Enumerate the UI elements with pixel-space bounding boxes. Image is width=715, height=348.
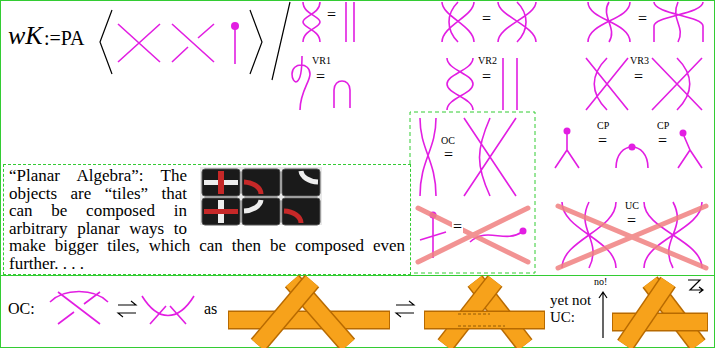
ribbon-edge (625, 282, 668, 345)
photo-ground (200, 167, 322, 225)
equals-sign: = (327, 6, 336, 24)
relation-name: CP (657, 120, 669, 131)
relation-name: VR3 (630, 55, 649, 66)
arc-strand (334, 81, 350, 108)
ribbon (258, 281, 312, 345)
crossing-strands (464, 118, 516, 196)
equals-sign: = (658, 132, 667, 150)
harpoon-arrows (118, 301, 136, 317)
equals-sign: = (482, 68, 491, 86)
tile (242, 169, 280, 196)
cap-dot (680, 130, 687, 137)
tile (202, 198, 240, 225)
text-panel: “Planar Algebra”: The objects are “tiles… (3, 164, 411, 275)
crossing-strands (142, 296, 194, 324)
equals-sign: = (634, 68, 643, 86)
equals-sign: = (444, 146, 453, 164)
virtual-crossing (118, 24, 160, 62)
equals-sign: = (626, 212, 637, 230)
braid-strands (586, 58, 628, 110)
ribbon-picture (228, 281, 390, 345)
tile-strip (284, 211, 301, 223)
caption-text: no! (594, 276, 607, 287)
cross-out-mark (558, 206, 706, 268)
relation-name: UC (624, 200, 640, 211)
tile-strip (301, 171, 318, 182)
vertex-strands (555, 134, 579, 168)
formula-text: :=PA (44, 27, 85, 49)
hidden-edge (458, 314, 505, 326)
relation-name: VR1 (312, 55, 331, 66)
braid-strands (588, 2, 630, 42)
cap-dots (231, 22, 687, 235)
cap-dot (231, 22, 239, 30)
braid-strands (442, 2, 474, 42)
caption-text: as (204, 300, 217, 318)
caption-text: OC: (8, 300, 35, 318)
twist-strands (447, 58, 473, 110)
crossing-strands (50, 292, 108, 325)
panel-text: “Planar Algebra”: The objects are “tiles… (9, 167, 405, 272)
tile-strip (218, 171, 224, 194)
equals-sign: = (598, 132, 607, 150)
crossing-strands (420, 118, 436, 196)
relation-name: CP (597, 120, 609, 131)
ribbon-picture (424, 281, 545, 345)
formula-text: wK (8, 22, 43, 51)
ribbon-picture (612, 282, 708, 345)
relation-name: VR2 (478, 55, 497, 66)
real-crossing (172, 24, 214, 62)
cap-dot (629, 144, 636, 151)
vertex-strands (678, 136, 702, 168)
equals-sign: = (452, 218, 463, 236)
tile (242, 198, 280, 225)
row-divider (0, 275, 715, 276)
tile (282, 198, 320, 225)
tiles-photo (200, 167, 322, 225)
relation-name: OC (441, 135, 455, 146)
up-arrow (599, 292, 607, 338)
straight-strands (503, 58, 517, 110)
cross-out-mark (418, 208, 528, 262)
equals-sign: = (638, 10, 647, 28)
lightning-mark (688, 280, 703, 293)
caption-text: yet not UC: (550, 292, 598, 325)
twist-strands (303, 2, 320, 42)
ribbon (625, 282, 668, 345)
cap-dot (564, 128, 571, 135)
cap-dot (520, 228, 527, 235)
photo-spacer (187, 167, 405, 237)
braid-strands (652, 58, 702, 110)
kink-strand (292, 56, 310, 110)
straight-strands (346, 2, 354, 42)
ribbon-edge (424, 311, 545, 330)
tile-strip (244, 182, 261, 194)
bracket (100, 2, 290, 80)
tile (282, 169, 320, 196)
ribbon (425, 312, 544, 328)
braid-strands (498, 2, 536, 42)
equals-sign: = (316, 68, 325, 86)
dashed-region (410, 112, 535, 273)
braid-strands (654, 2, 703, 42)
cross-out (418, 206, 706, 268)
tile-strip (204, 209, 238, 214)
equals-sign: = (482, 10, 491, 28)
tile (202, 169, 240, 196)
ribbon-edge (258, 281, 312, 345)
cap-strand (234, 29, 236, 64)
knot-strands (50, 2, 703, 324)
harpoon-arrows (396, 301, 414, 317)
tile-strip (244, 200, 261, 211)
